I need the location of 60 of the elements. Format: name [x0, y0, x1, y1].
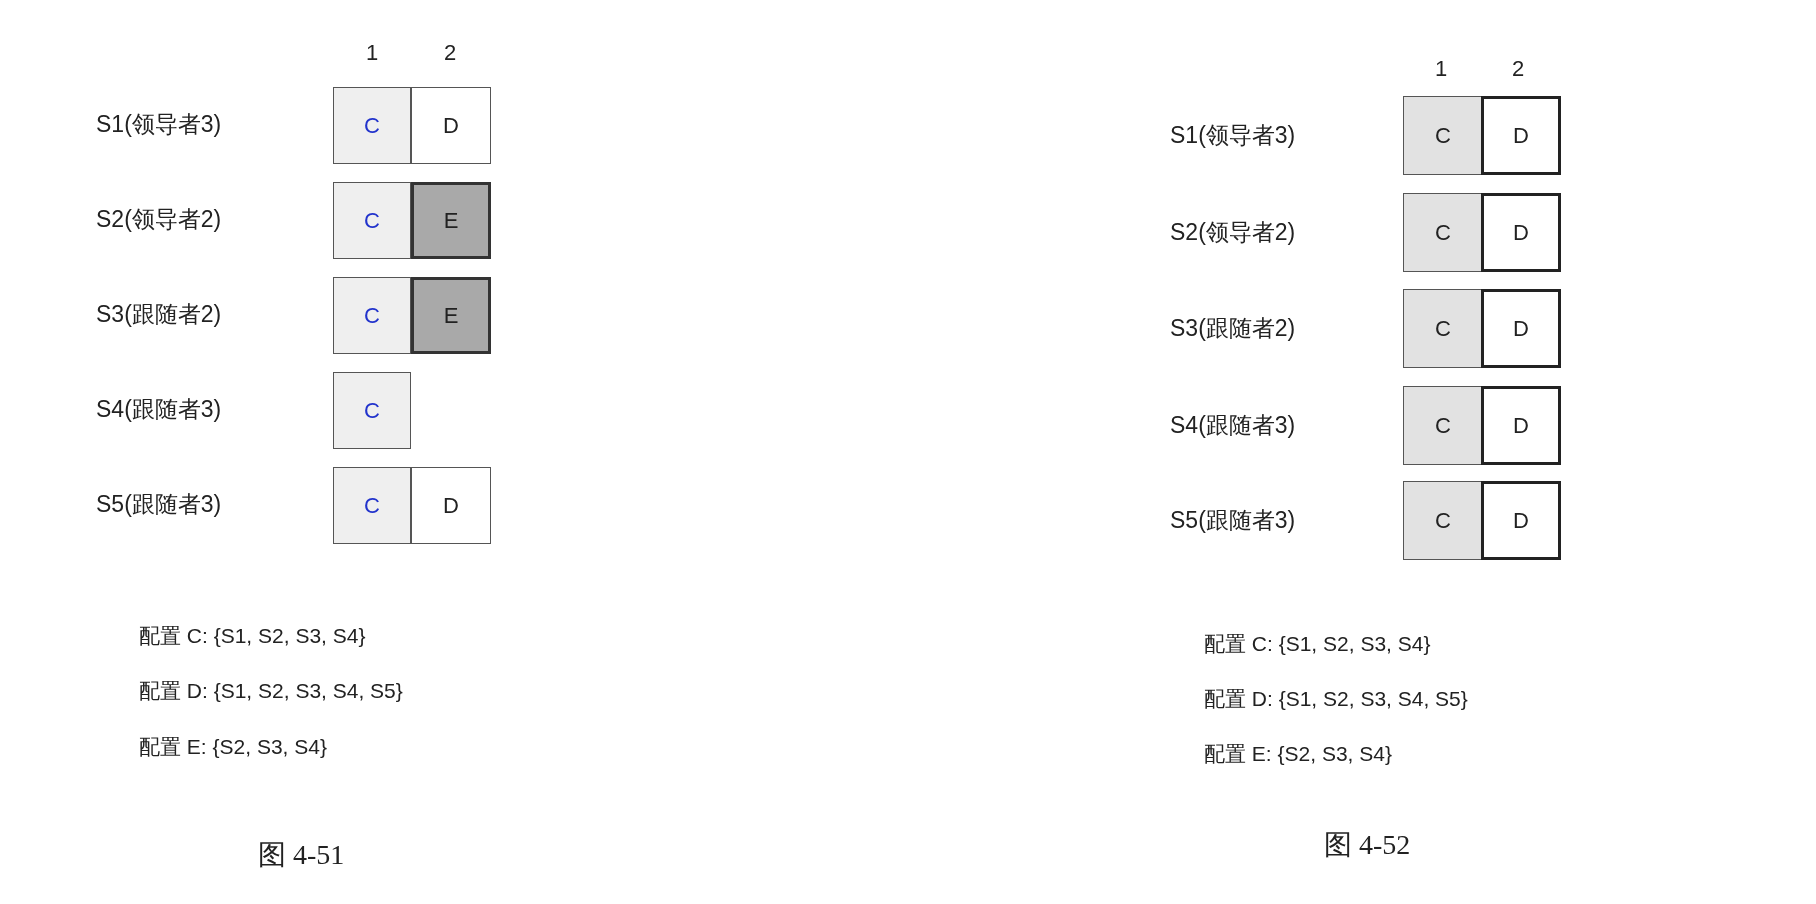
row-label: S2(领导者2)	[96, 205, 222, 234]
cell-text: C	[364, 112, 380, 139]
grid-cell	[411, 277, 491, 354]
configuration-text: 配置 C: {S1, S2, S3, S4}	[139, 623, 366, 649]
grid-cell	[333, 372, 411, 449]
row-label: S1(领导者3)	[96, 110, 222, 139]
grid-cell	[1403, 289, 1483, 368]
grid-cell	[1403, 193, 1483, 272]
row-label: S4(跟随者3)	[96, 395, 222, 424]
cell-text: C	[364, 492, 380, 519]
column-number: 1	[1435, 56, 1448, 82]
configuration-text: 配置 C: {S1, S2, S3, S4}	[1204, 631, 1431, 657]
row-label: S5(跟随者3)	[1170, 506, 1296, 535]
row-label: S4(跟随者3)	[1170, 411, 1296, 440]
grid-cell	[1403, 386, 1483, 465]
configuration-text: 配置 D: {S1, S2, S3, S4, S5}	[1204, 686, 1468, 712]
cell-text: E	[443, 302, 459, 329]
cell-text: D	[1513, 507, 1529, 534]
cell-text: D	[1513, 219, 1529, 246]
cell-text: C	[1435, 122, 1451, 149]
configuration-text: 配置 E: {S2, S3, S4}	[139, 734, 327, 760]
cell-text: C	[364, 302, 380, 329]
cell-text: D	[1513, 315, 1529, 342]
grid-cell	[1481, 289, 1561, 368]
row-label: S5(跟随者3)	[96, 490, 222, 519]
grid-cell	[333, 467, 411, 544]
grid-cell	[1481, 386, 1561, 465]
grid-cell	[333, 182, 411, 259]
grid-cell	[1403, 481, 1483, 560]
grid-cell	[1403, 96, 1483, 175]
cell-text: D	[1513, 412, 1529, 439]
grid-cell	[1481, 193, 1561, 272]
column-number: 2	[444, 40, 457, 66]
cell-text: C	[1435, 412, 1451, 439]
grid-cell	[333, 277, 411, 354]
cell-text: D	[443, 492, 459, 519]
row-label: S1(领导者3)	[1170, 121, 1296, 150]
configuration-text: 配置 D: {S1, S2, S3, S4, S5}	[139, 678, 403, 704]
cell-text: C	[1435, 507, 1451, 534]
cell-text: C	[1435, 315, 1451, 342]
grid-cell	[1481, 96, 1561, 175]
grid-cell	[1481, 481, 1561, 560]
row-label: S3(跟随者2)	[1170, 314, 1296, 343]
grid-cell	[333, 87, 411, 164]
figure-caption: 图 4-52	[1324, 828, 1411, 862]
cell-text: E	[443, 207, 459, 234]
figure-caption: 图 4-51	[258, 838, 345, 872]
grid-cell	[411, 182, 491, 259]
cell-text: C	[364, 397, 380, 424]
row-label: S3(跟随者2)	[96, 300, 222, 329]
cell-text: C	[1435, 219, 1451, 246]
grid-cell	[411, 87, 491, 164]
column-number: 2	[1512, 56, 1525, 82]
row-label: S2(领导者2)	[1170, 218, 1296, 247]
column-number: 1	[366, 40, 379, 66]
cell-text: C	[364, 207, 380, 234]
cell-text: D	[1513, 122, 1529, 149]
cell-text: D	[443, 112, 459, 139]
configuration-text: 配置 E: {S2, S3, S4}	[1204, 741, 1392, 767]
grid-cell	[411, 467, 491, 544]
